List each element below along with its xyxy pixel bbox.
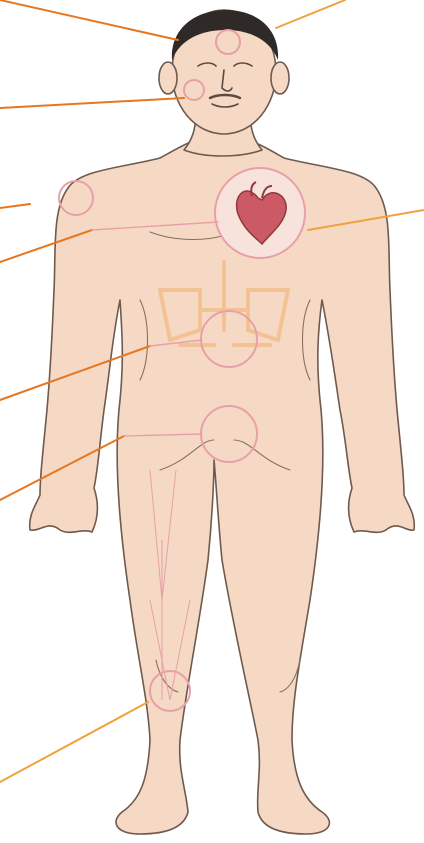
right-ear [271,62,289,94]
heart-organ [215,168,305,258]
left-ear [159,62,177,94]
